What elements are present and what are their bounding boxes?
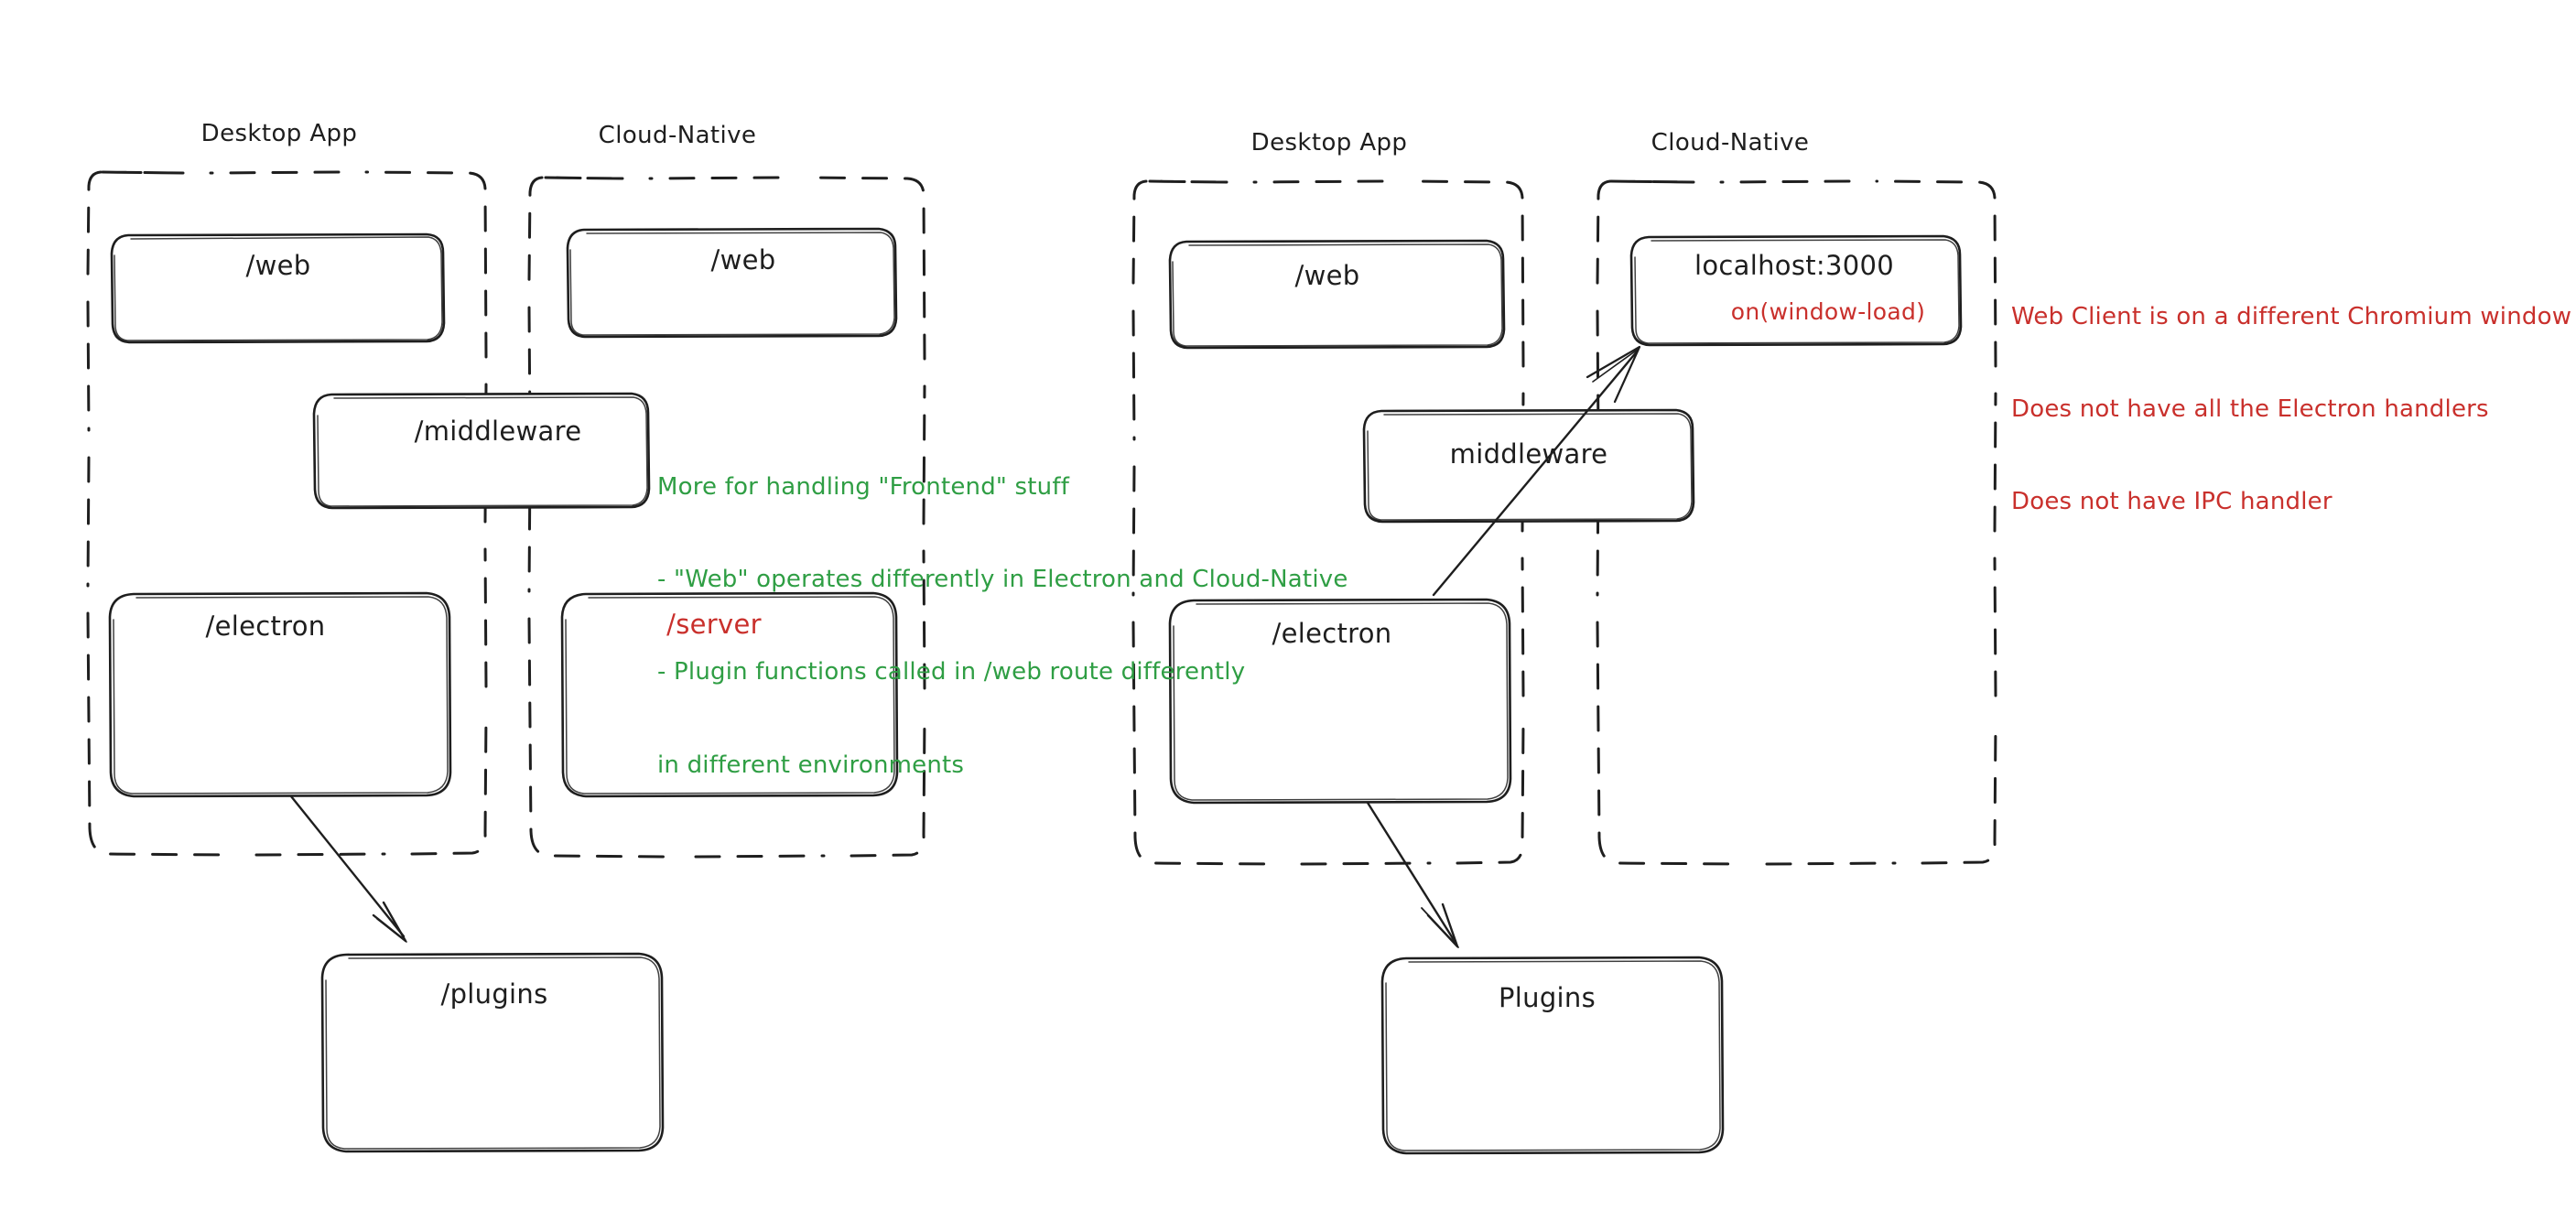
node-shape-left-plugins — [320, 952, 665, 1153]
node-shape-right-localhost — [1629, 234, 1963, 347]
note-frontend-green: More for handling "Frontend" stuff - "We… — [657, 410, 1348, 843]
group-right-desktop-app — [1131, 179, 1525, 866]
group-left-desktop-app — [86, 170, 488, 857]
node-shape-right-middleware — [1362, 408, 1695, 524]
arrow-left-electron-to-plugins — [289, 794, 407, 943]
node-shape-right-electron — [1168, 598, 1512, 805]
arrow-right-electron-to-localhost — [1432, 345, 1641, 597]
note-line: Does not have IPC handler — [2011, 488, 2332, 516]
node-shape-right-plugins — [1380, 956, 1725, 1155]
node-shape-left-web-desktop — [110, 232, 446, 344]
note-line: - Plugin functions called in /web route … — [657, 658, 1246, 686]
node-shape-right-web — [1168, 239, 1506, 350]
node-shape-left-electron — [108, 591, 452, 798]
node-shape-left-server — [560, 591, 899, 798]
node-shape-left-web-cloud — [566, 227, 898, 339]
arrow-right-electron-to-plugins — [1366, 801, 1459, 948]
note-line: - "Web" operates differently in Electron… — [657, 565, 1348, 593]
note-web-client-red: Web Client is on a different Chromium wi… — [2011, 240, 2571, 580]
group-right-cloud-native — [1596, 179, 1997, 866]
note-line: in different environments — [657, 751, 965, 779]
note-line: More for handling "Frontend" stuff — [657, 472, 1070, 501]
node-shape-left-middleware — [312, 392, 651, 510]
note-line: Web Client is on a different Chromium wi… — [2011, 302, 2572, 330]
group-left-cloud-native — [527, 176, 926, 859]
note-line: Does not have all the Electron handlers — [2011, 394, 2489, 423]
